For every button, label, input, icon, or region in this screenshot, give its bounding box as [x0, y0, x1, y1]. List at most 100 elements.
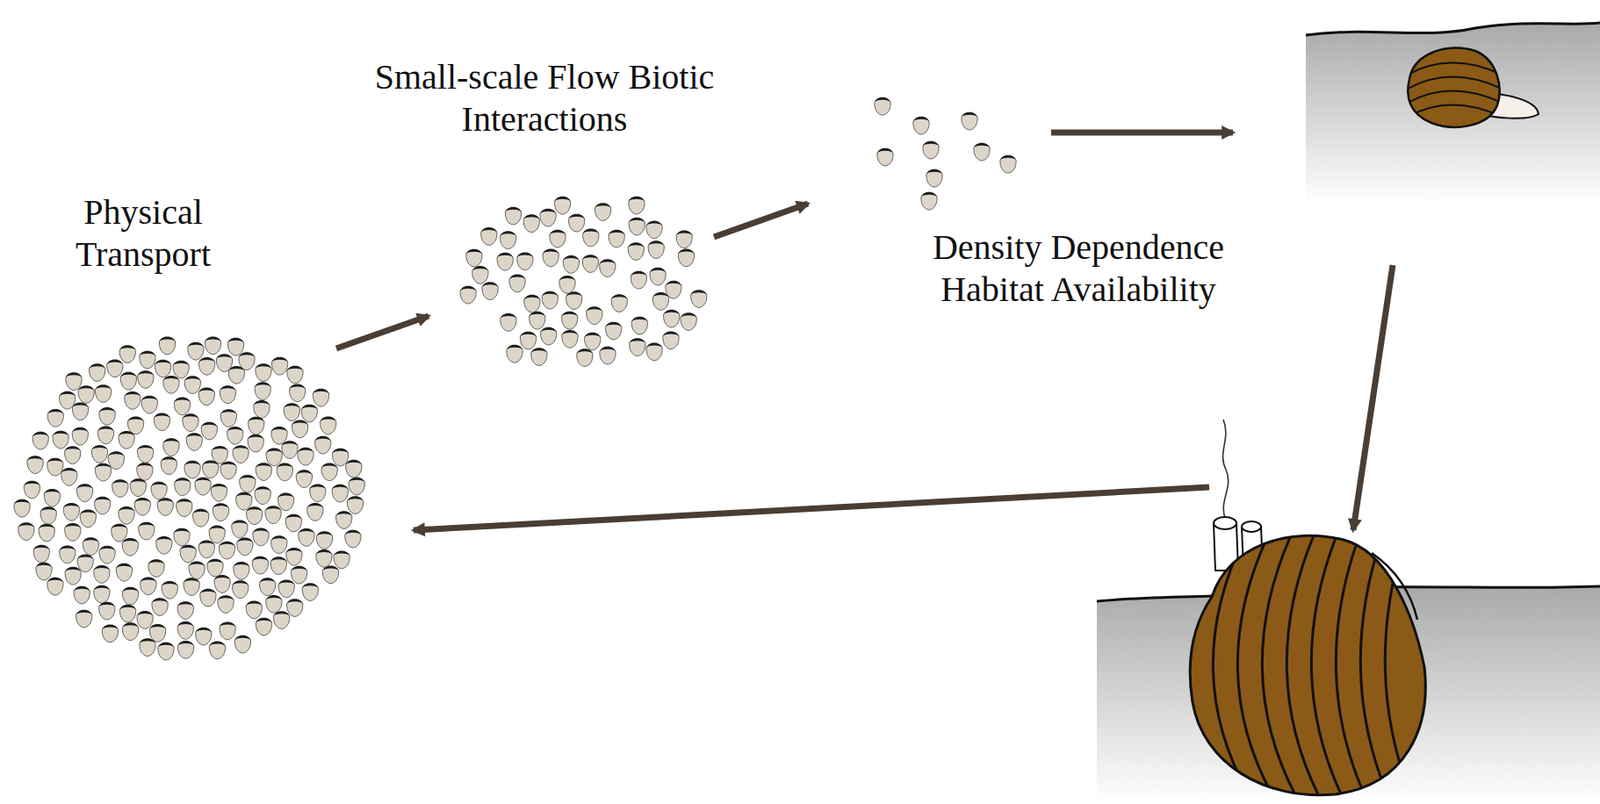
- larva: [139, 638, 156, 656]
- larva: [629, 338, 646, 356]
- larva: [72, 427, 88, 446]
- larva: [177, 621, 194, 640]
- larva: [466, 249, 483, 267]
- larva: [207, 559, 224, 577]
- larva: [209, 526, 225, 544]
- larva: [119, 345, 136, 363]
- larva: [309, 483, 326, 502]
- larva: [63, 503, 80, 521]
- larva: [922, 141, 939, 159]
- larva: [186, 432, 202, 451]
- growth-line: [1212, 535, 1255, 804]
- larva: [973, 143, 990, 161]
- larva: [136, 462, 153, 481]
- larva: [228, 366, 245, 384]
- growth-line: [1403, 104, 1504, 120]
- larva: [89, 363, 106, 382]
- larva: [18, 522, 35, 541]
- larva: [177, 641, 194, 659]
- growth-line: [1360, 535, 1391, 804]
- larva: [111, 524, 128, 542]
- larva: [273, 611, 289, 629]
- growth-line: [1403, 62, 1504, 78]
- larva: [188, 561, 205, 579]
- larva: [40, 506, 57, 525]
- larva: [141, 396, 158, 414]
- larva: [266, 595, 282, 613]
- larva: [52, 431, 69, 449]
- adult-clam-panel: [1096, 419, 1600, 804]
- larva: [599, 259, 616, 277]
- larva: [286, 547, 303, 566]
- larva: [913, 116, 930, 135]
- larva: [82, 537, 99, 555]
- larva: [247, 434, 264, 453]
- larva: [158, 337, 175, 355]
- larva: [504, 207, 521, 225]
- larva: [583, 229, 599, 247]
- larva: [254, 486, 271, 505]
- larva: [531, 347, 548, 366]
- larva: [195, 627, 212, 646]
- larva: [64, 523, 81, 541]
- larva: [460, 286, 476, 304]
- larva: [246, 506, 263, 525]
- larva: [139, 351, 156, 369]
- larva: [509, 274, 526, 293]
- larva: [212, 503, 229, 521]
- larva: [172, 360, 189, 379]
- larva: [36, 562, 52, 581]
- cycle-arrow: [1051, 129, 1233, 137]
- larva: [331, 484, 348, 503]
- larva: [204, 336, 221, 354]
- larva: [312, 389, 329, 407]
- larva: [149, 624, 166, 642]
- larva: [554, 196, 570, 215]
- larva: [211, 446, 228, 464]
- larva: [127, 416, 144, 434]
- larva: [627, 242, 644, 260]
- larva: [321, 462, 338, 481]
- larva: [541, 291, 558, 310]
- larva: [216, 353, 232, 372]
- larva: [253, 400, 270, 419]
- larva: [569, 214, 585, 232]
- hinge: [1371, 553, 1418, 620]
- larva: [234, 635, 251, 654]
- larva: [582, 254, 599, 273]
- larva: [232, 580, 249, 599]
- larva: [122, 587, 138, 606]
- larva: [646, 220, 663, 238]
- larva: [187, 342, 204, 361]
- larva: [136, 445, 153, 463]
- larva: [252, 556, 268, 575]
- juvenile-clam: [1407, 48, 1500, 128]
- larva: [348, 477, 365, 496]
- larva: [295, 469, 312, 488]
- larva: [562, 330, 578, 348]
- larva: [93, 565, 110, 584]
- larva: [259, 577, 275, 596]
- larva: [291, 420, 308, 439]
- growth-line: [1403, 90, 1504, 106]
- larva: [198, 357, 215, 375]
- larva: [97, 426, 114, 445]
- larva: [47, 458, 64, 476]
- larva: [482, 281, 498, 300]
- larva: [276, 463, 293, 482]
- larva: [73, 586, 90, 605]
- larva: [315, 436, 332, 455]
- larva: [183, 577, 200, 596]
- larva: [94, 497, 111, 515]
- larva: [237, 537, 253, 555]
- larva: [148, 559, 165, 577]
- larva: [254, 381, 271, 400]
- larva: [108, 451, 124, 469]
- larva: [506, 345, 523, 363]
- juvenile-clam-panel: [1305, 22, 1600, 204]
- larva: [345, 530, 361, 548]
- larva: [271, 357, 288, 375]
- larva: [64, 567, 81, 585]
- larva: [122, 538, 138, 556]
- larva: [562, 311, 578, 330]
